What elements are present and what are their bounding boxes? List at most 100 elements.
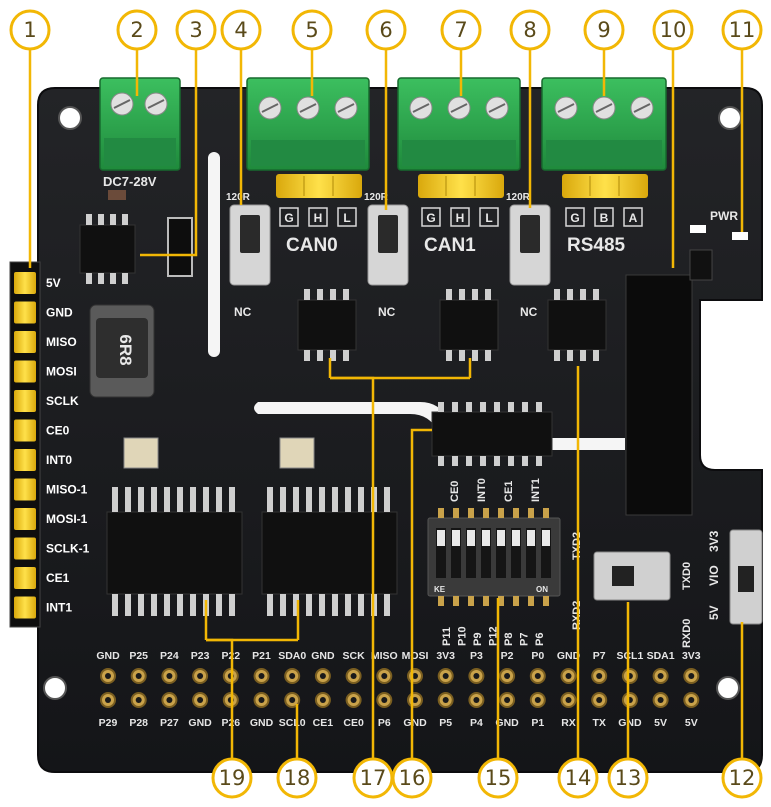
dip-switch-key[interactable]: [481, 528, 491, 578]
mounting-hole: [718, 106, 742, 130]
gpio-bottom-label: P1: [531, 717, 544, 729]
svg-text:6R8: 6R8: [116, 334, 135, 365]
dip-top-label: CE1: [503, 481, 515, 502]
dip-bottom-label: P7: [519, 633, 531, 646]
can0-termination-switch[interactable]: [229, 204, 271, 286]
dip-bottom-label: P8: [503, 633, 515, 646]
callout-marker: 14: [557, 757, 599, 799]
can1-pin-header: [418, 174, 504, 198]
terminal-letter: B: [600, 211, 609, 225]
mounting-hole: [58, 106, 82, 130]
can1-label: CAN1: [424, 235, 476, 256]
pin-header-pin: [14, 449, 36, 471]
gpio-top-label: P2: [501, 650, 514, 662]
dip-bottom-label: P6: [534, 633, 546, 646]
can1-termination-switch[interactable]: [367, 204, 409, 286]
pin-header-pin: [14, 301, 36, 324]
gpio-top-label: GND: [557, 650, 581, 662]
dip-top-label: INT1: [530, 478, 542, 502]
callout-marker: 15: [477, 757, 519, 799]
switch-top-label: 120R: [226, 192, 251, 203]
can0-terminal-block: [246, 77, 370, 171]
diode: [167, 217, 193, 277]
dip-switch-key[interactable]: [496, 528, 506, 578]
terminal-letter: A: [629, 211, 638, 225]
callout-marker: 10: [652, 9, 694, 51]
gpio-top-label: P23: [191, 650, 210, 662]
left-pin-label: 5V: [46, 276, 61, 290]
gpio-bottom-label: CE0: [343, 717, 364, 729]
svg-text:2: 2: [130, 18, 143, 42]
uart-select-switch[interactable]: [593, 551, 671, 601]
svg-text:4: 4: [234, 18, 247, 42]
pin-header-pin: [14, 419, 36, 442]
terminal-letter-box: [308, 207, 328, 227]
dip-bottom-label: P12: [488, 626, 500, 646]
terminal-letter: H: [314, 211, 323, 225]
svg-text:17: 17: [360, 766, 387, 790]
regulator-chip: [79, 214, 136, 284]
dip-switch-key[interactable]: [451, 528, 461, 578]
dip-switch-key[interactable]: [511, 528, 521, 578]
callout-marker: 12: [721, 757, 763, 799]
gpio-top-label: SCK: [343, 650, 366, 662]
svg-text:16: 16: [399, 766, 426, 790]
vio-select-switch[interactable]: [729, 529, 763, 625]
gpio-top-label: SCL1: [616, 650, 643, 662]
callout-marker: 1: [9, 9, 51, 51]
left-pin-label: CE0: [46, 424, 70, 438]
callout-marker: 2: [116, 9, 158, 51]
mounting-hole: [43, 676, 67, 700]
board-slot: [208, 152, 220, 357]
switch-top-label: 120R: [364, 192, 389, 203]
dip-bottom-label: P10: [457, 626, 469, 646]
isolation-module: [625, 274, 693, 516]
left-pin-label: INT0: [46, 453, 72, 467]
dip-switch-key[interactable]: [541, 528, 551, 578]
callout-marker: 9: [583, 9, 625, 51]
gpio-bottom-label: P5: [439, 717, 452, 729]
vio-switch-label: 3V3: [707, 530, 721, 552]
pin-header-pin: [14, 567, 36, 589]
crystal-oscillator: [279, 437, 315, 469]
left-pin-label: MISO: [46, 335, 77, 349]
can-controller-chip-1: [106, 511, 243, 595]
terminal-letter-box: [479, 207, 499, 227]
pin-header-pin: [14, 390, 36, 412]
callout-marker: 13: [607, 757, 649, 799]
gpio-top-label: P21: [252, 650, 271, 662]
gpio-top-label: 3V3: [682, 650, 701, 662]
dip-switch-key[interactable]: [436, 528, 446, 578]
can1-terminal-block: [397, 77, 521, 171]
svg-text:14: 14: [565, 766, 592, 790]
logic-chip: [431, 402, 553, 466]
dip-switch-key[interactable]: [466, 528, 476, 578]
left-pin-label: GND: [46, 306, 73, 320]
left-pin-label: SCLK: [46, 394, 79, 408]
terminal-letter-box: [623, 207, 643, 227]
terminal-letter: G: [426, 211, 435, 225]
terminal-letter-box: [594, 207, 614, 227]
rs485-terminal-block: [541, 77, 667, 171]
dip-switch[interactable]: ON KE: [427, 508, 561, 606]
rs485-termination-switch[interactable]: [509, 204, 551, 286]
terminal-letter: L: [343, 211, 350, 225]
svg-text:9: 9: [597, 18, 610, 42]
power-inductor: 6R8: [89, 304, 155, 398]
callout-marker: 11: [721, 9, 763, 51]
terminal-letter: G: [570, 211, 579, 225]
callout-marker: 6: [365, 9, 407, 51]
gpio-bottom-label: CE1: [313, 717, 334, 729]
terminal-letter-box: [279, 207, 299, 227]
dip-switch-key[interactable]: [526, 528, 536, 578]
terminal-letter-box: [565, 207, 585, 227]
gpio-top-label: GND: [96, 650, 120, 662]
svg-text:18: 18: [284, 766, 311, 790]
gpio-top-label: 3V3: [436, 650, 455, 662]
vio-switch-label: 5V: [707, 605, 721, 620]
callout-marker: 5: [291, 9, 333, 51]
callout-marker: 16: [391, 757, 433, 799]
svg-text:15: 15: [485, 766, 512, 790]
svg-text:5: 5: [305, 18, 318, 42]
gpio-bottom-label: GND: [495, 717, 519, 729]
